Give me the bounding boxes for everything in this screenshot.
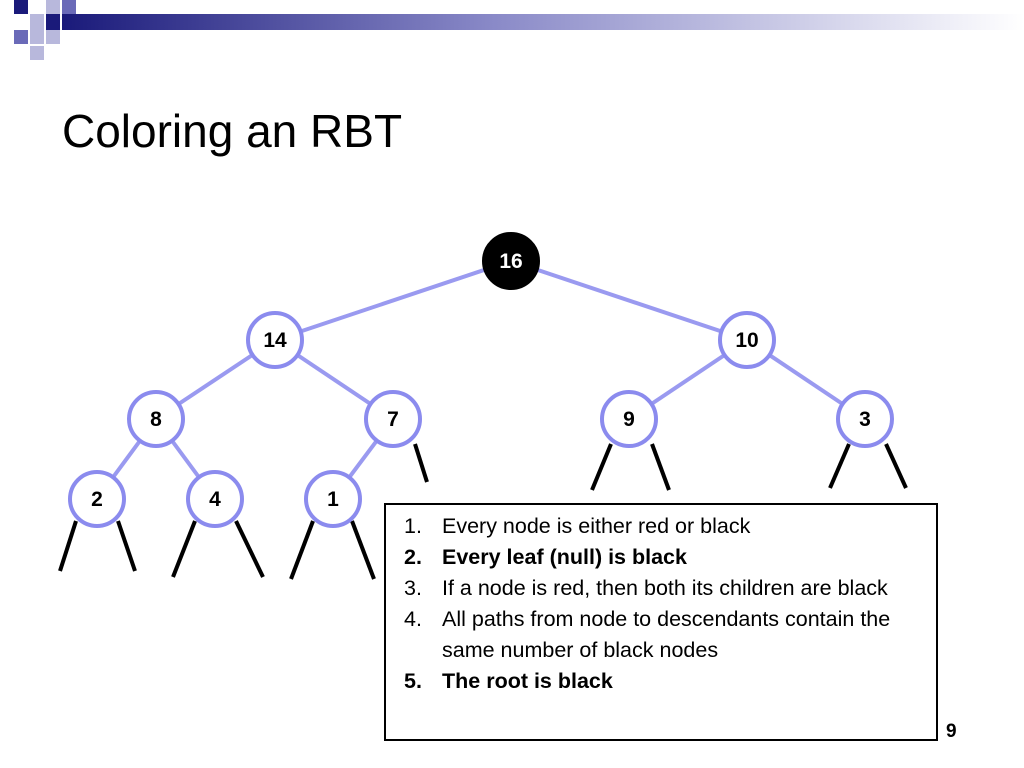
tree-node-10: 10 bbox=[718, 311, 776, 369]
deco-square bbox=[62, 0, 76, 14]
tree-edge bbox=[510, 259, 748, 342]
rule-number: 4. bbox=[404, 607, 422, 631]
tree-node-circle bbox=[718, 311, 776, 369]
deco-square bbox=[46, 14, 60, 30]
tree-node-7: 7 bbox=[364, 390, 422, 448]
null-leaf-edge bbox=[590, 443, 613, 491]
tree-node-label: 10 bbox=[735, 329, 758, 352]
rule-text: The root is black bbox=[442, 669, 613, 693]
deco-square bbox=[14, 30, 28, 44]
tree-node-circle bbox=[246, 311, 304, 369]
tree-node-circle bbox=[304, 470, 362, 528]
tree-node-label: 7 bbox=[387, 408, 399, 431]
null-leaf-edge bbox=[171, 520, 197, 578]
rule-item: 4. All paths from node to descendants con… bbox=[386, 604, 936, 666]
header-gradient-bar bbox=[62, 14, 1024, 30]
rule-number: 3. bbox=[404, 576, 422, 600]
rule-text: Every node is either red or black bbox=[442, 514, 751, 538]
tree-node-circle bbox=[127, 390, 185, 448]
null-leaf-edge bbox=[58, 520, 78, 572]
deco-square bbox=[30, 30, 44, 44]
null-leaf-edge bbox=[650, 443, 671, 491]
null-leaf-edge bbox=[289, 520, 315, 580]
tree-node-circle bbox=[186, 470, 244, 528]
null-leaf-edge bbox=[234, 520, 265, 578]
tree-node-9: 9 bbox=[600, 390, 658, 448]
tree-node-label: 1 bbox=[327, 488, 339, 511]
tree-node-1: 1 bbox=[304, 470, 362, 528]
tree-node-8: 8 bbox=[127, 390, 185, 448]
rule-number: 5. bbox=[404, 669, 422, 693]
tree-node-3: 3 bbox=[836, 390, 894, 448]
page-number: 9 bbox=[946, 721, 957, 742]
tree-node-circle bbox=[68, 470, 126, 528]
null-leaf-edge bbox=[413, 443, 429, 483]
deco-square bbox=[46, 0, 60, 14]
rule-item: 1. Every node is either red or black bbox=[386, 511, 936, 542]
tree-node-label: 14 bbox=[263, 329, 287, 352]
null-leaf-edge bbox=[350, 520, 376, 580]
rule-text: If a node is red, then both its children… bbox=[442, 576, 888, 600]
null-leaf-edge bbox=[116, 520, 137, 572]
slide-title: Coloring an RBT bbox=[62, 105, 403, 157]
null-leaf-edge bbox=[828, 443, 851, 489]
rule-number: 1. bbox=[404, 514, 422, 538]
tree-node-16: 16 bbox=[482, 232, 540, 290]
tree-node-4: 4 bbox=[186, 470, 244, 528]
rule-item: 2. Every leaf (null) is black bbox=[386, 542, 936, 573]
rbt-rules-box: 1. Every node is either red or black 2. Eve… bbox=[384, 503, 938, 741]
tree-node-label: 8 bbox=[150, 408, 162, 431]
tree-node-label: 2 bbox=[91, 488, 103, 511]
deco-square bbox=[30, 46, 44, 60]
tree-node-2: 2 bbox=[68, 470, 126, 528]
tree-node-14: 14 bbox=[246, 311, 304, 369]
rule-item: 5. The root is black bbox=[386, 666, 936, 697]
header-decoration bbox=[14, 0, 1024, 60]
null-leaf-edge bbox=[884, 443, 908, 489]
deco-square bbox=[46, 30, 60, 44]
rule-item: 3. If a node is red, then both its childr… bbox=[386, 573, 936, 604]
rule-number: 2. bbox=[404, 545, 422, 569]
tree-node-label: 3 bbox=[859, 408, 871, 431]
tree-node-circle bbox=[600, 390, 658, 448]
tree-edge bbox=[274, 259, 512, 342]
tree-node-label: 9 bbox=[623, 408, 635, 431]
rbt-rules-list: 1. Every node is either red or black 2. Eve… bbox=[386, 505, 936, 697]
tree-node-label: 16 bbox=[499, 250, 522, 273]
deco-square bbox=[30, 14, 44, 30]
rule-text: Every leaf (null) is black bbox=[442, 545, 687, 569]
tree-node-circle bbox=[836, 390, 894, 448]
tree-node-circle bbox=[482, 232, 540, 290]
rule-text: All paths from node to descendants conta… bbox=[442, 607, 891, 662]
tree-node-circle bbox=[364, 390, 422, 448]
deco-square bbox=[14, 0, 28, 14]
tree-node-label: 4 bbox=[209, 488, 221, 511]
